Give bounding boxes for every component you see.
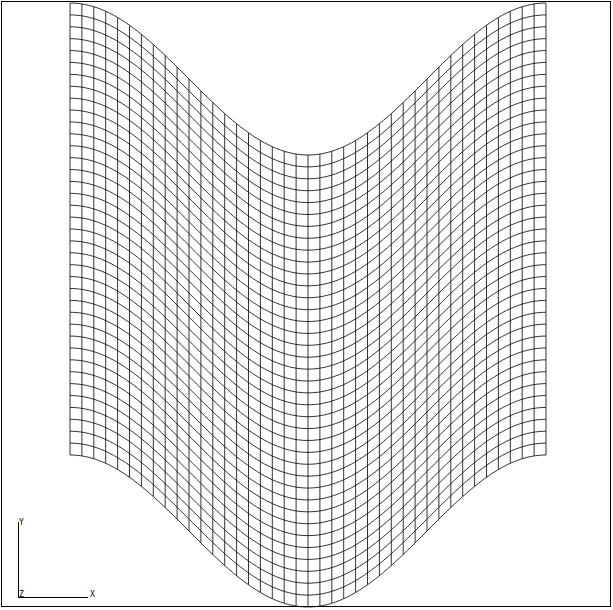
z-axis-label: Z: [19, 591, 24, 599]
mesh-column-line: [308, 155, 309, 607]
mesh-column-line: [70, 3, 71, 455]
mesh-column-line: [510, 11, 511, 463]
mesh-column-line: [355, 140, 356, 592]
mesh-column-line: [450, 56, 451, 508]
mesh-column-line: [141, 34, 142, 486]
mesh-column-line: [403, 102, 404, 554]
mesh-column-line: [189, 79, 190, 531]
mesh-column-line: [105, 11, 106, 463]
mesh-column-line: [391, 114, 392, 566]
mesh-column-line: [248, 133, 249, 585]
mesh-column-line: [296, 154, 297, 606]
mesh-column-line: [462, 45, 463, 497]
mesh-column-line: [534, 4, 535, 456]
mesh-column-line: [200, 91, 201, 543]
mesh-column-line: [153, 45, 154, 497]
mesh-column-line: [343, 147, 344, 599]
mesh-grid: [70, 3, 546, 607]
mesh-column-line: [165, 56, 166, 508]
mesh-column-line: [438, 67, 439, 519]
mesh-column-line: [129, 25, 130, 477]
axis-triad: [19, 522, 89, 598]
mesh-column-line: [260, 140, 261, 592]
mesh-column-line: [319, 154, 320, 606]
mesh-column-line: [272, 147, 273, 599]
mesh-column-line: [546, 3, 547, 455]
mesh-column-line: [236, 124, 237, 576]
mesh-column-line: [224, 114, 225, 566]
mesh-column-line: [367, 133, 368, 585]
x-axis: [19, 597, 89, 598]
mesh-column-line: [498, 18, 499, 470]
y-axis-label: Y: [19, 519, 24, 527]
mesh-column-line: [212, 102, 213, 554]
mesh-column-line: [284, 151, 285, 603]
mesh-column-line: [177, 67, 178, 519]
mesh-column-line: [522, 7, 523, 459]
mesh-column-line: [379, 124, 380, 576]
mesh-column-line: [415, 91, 416, 543]
mesh-column-line: [81, 4, 82, 456]
mesh-column-line: [486, 25, 487, 477]
mesh-column-line: [427, 79, 428, 531]
y-axis: [18, 522, 19, 598]
mesh-column-line: [93, 7, 94, 459]
mesh-column-line: [117, 18, 118, 470]
mesh-column-line: [331, 151, 332, 603]
mesh-column-line: [474, 34, 475, 486]
x-axis-label: X: [90, 591, 95, 599]
